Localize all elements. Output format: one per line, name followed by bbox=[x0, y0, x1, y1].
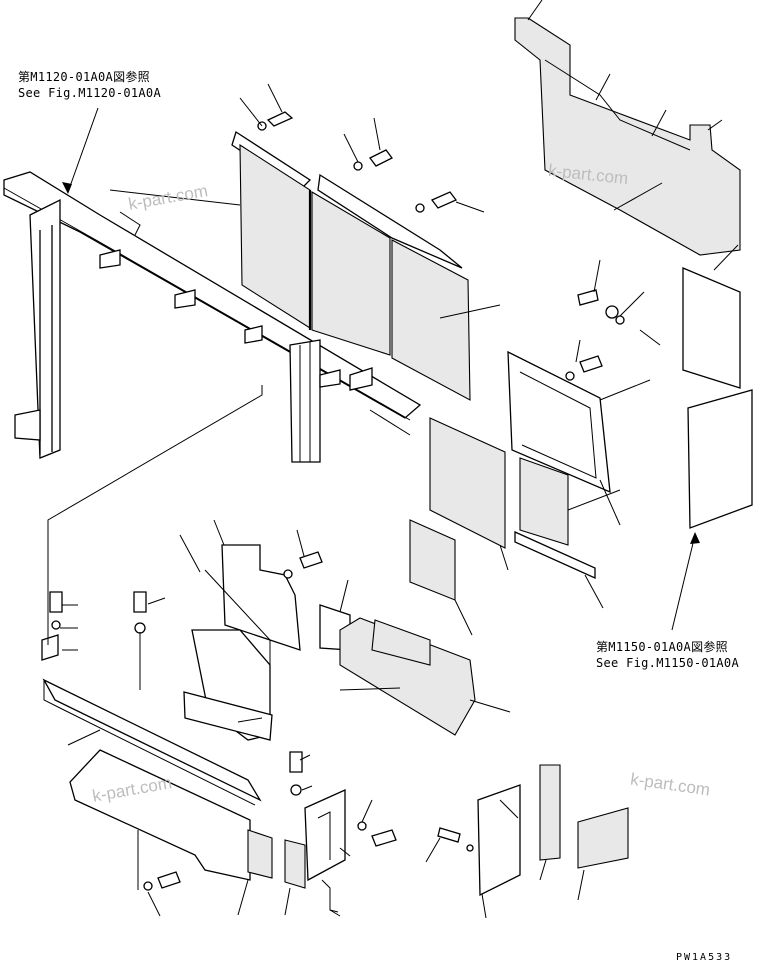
frame-structure bbox=[3, 171, 422, 463]
lower-right-parts bbox=[247, 764, 629, 913]
middle-bracket-assembly bbox=[409, 350, 753, 601]
upper-panel-assembly bbox=[231, 130, 471, 401]
lower-left-assembly bbox=[41, 544, 476, 881]
reference-note-right-jp: 第M1150-01A0A図参照 bbox=[596, 640, 728, 654]
reference-note-right-en: See Fig.M1150-01A0A bbox=[596, 656, 739, 670]
reference-note-top-left-en: See Fig.M1120-01A0A bbox=[18, 86, 161, 100]
reference-note-top-left-jp: 第M1120-01A0A図参照 bbox=[18, 70, 150, 84]
drawing-code: PW1A533 bbox=[676, 952, 733, 963]
leader-lines bbox=[47, 0, 739, 919]
top-right-insulation bbox=[514, 17, 741, 389]
fasteners bbox=[49, 111, 625, 891]
reference-arrows bbox=[62, 182, 700, 544]
